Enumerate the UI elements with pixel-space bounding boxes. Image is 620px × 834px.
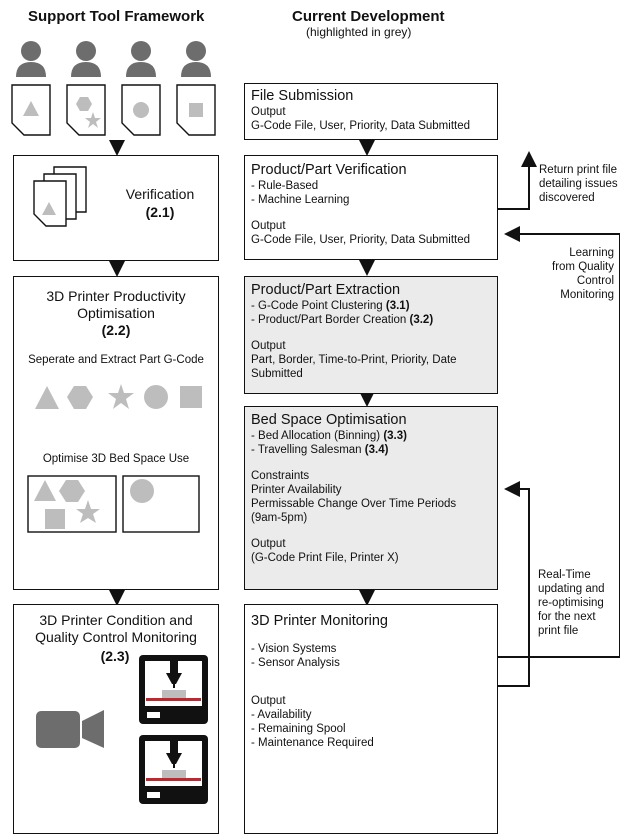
verification-ref: (2.1) [145, 204, 175, 220]
bed-space-output-label: Output [251, 538, 286, 550]
section-ref: (3.4) [364, 444, 389, 456]
part-verification-output-label: Output [251, 220, 286, 232]
triangle-shape-icon [35, 386, 59, 409]
bed-space-output-value: (G-Code Print File, Printer X) [251, 552, 399, 564]
monitoring-title-line2: Quality Control Monitoring [35, 629, 197, 645]
printer-monitoring-item: - Sensor Analysis [251, 657, 340, 669]
part-extraction-box: Product/Part Extraction - G-Code Point C… [244, 276, 498, 394]
circle-shape-icon [133, 102, 149, 118]
triangle-shape-icon [23, 101, 39, 116]
file-submission-output-value: G-Code File, User, Priority, Data Submit… [251, 120, 470, 132]
printer-monitoring-output-label: Output [251, 695, 286, 707]
part-extraction-item: - G-Code Point Clustering (3.1) [251, 300, 410, 312]
printer-monitoring-title: 3D Printer Monitoring [251, 613, 388, 629]
bed-space-box: Bed Space Optimisation - Bed Allocation … [244, 406, 498, 590]
optimise-label: Optimise 3D Bed Space Use [42, 453, 190, 465]
connector-arrows [109, 140, 620, 687]
part-verification-title: Product/Part Verification [251, 162, 407, 178]
square-shape-icon [180, 386, 202, 408]
part-shapes-row [35, 384, 202, 409]
section-ref: (3.3) [383, 430, 407, 442]
printer-monitoring-output: - Availability [251, 709, 312, 721]
realtime-update-note: Real-Time updating and re-optimising for… [538, 569, 605, 637]
bed-space-title: Bed Space Optimisation [251, 412, 407, 428]
bed-space-item: - Bed Allocation (Binning) (3.3) [251, 430, 407, 442]
file-submission-output-label: Output [251, 106, 286, 118]
part-verification-item: - Rule-Based [251, 180, 319, 192]
productivity-ref: (2.2) [101, 322, 131, 338]
learning-feedback-note: Learning from Quality Control Monitoring [552, 247, 614, 301]
square-shape-icon [189, 103, 203, 117]
bed-space-constraints-label: Constraints [251, 470, 310, 482]
person-icon [126, 41, 156, 77]
star-shape-icon [85, 112, 101, 128]
circle-shape-icon [144, 385, 168, 409]
bed-space-item: - Travelling Salesman (3.4) [251, 444, 389, 456]
bed-space-constraint: Permissable Change Over Time Periods [251, 498, 457, 510]
person-icon [71, 41, 101, 77]
camera-and-printers [36, 655, 208, 804]
section-ref: (3.2) [409, 314, 434, 326]
printer-monitoring-box: 3D Printer Monitoring - Vision Systems -… [244, 604, 498, 834]
printer-monitoring-output: - Remaining Spool [251, 723, 346, 735]
separate-label: Seperate and Extract Part G-Code [28, 354, 204, 366]
monitoring-title-line1: 3D Printer Condition and [39, 612, 193, 628]
part-extraction-output-label: Output [251, 340, 286, 352]
file-submission-box: File Submission Output G-Code File, User… [244, 83, 498, 140]
part-extraction-item: - Product/Part Border Creation (3.2) [251, 314, 434, 326]
part-extraction-output-value: Submitted [251, 368, 303, 380]
part-verification-output-value: G-Code File, User, Priority, Data Submit… [251, 234, 470, 246]
verification-label: Verification [125, 186, 195, 202]
file-submission-title: File Submission [251, 88, 354, 104]
submitter-icons [11, 41, 216, 136]
productivity-title-line1: 3D Printer Productivity [46, 288, 186, 304]
star-shape-icon [108, 384, 134, 409]
hexagon-shape-icon [76, 97, 92, 111]
part-verification-item: - Machine Learning [251, 194, 350, 206]
printer-monitoring-output: - Maintenance Required [251, 737, 374, 749]
part-verification-box: Product/Part Verification - Rule-Based -… [244, 155, 498, 260]
3d-printer-icon [139, 655, 208, 724]
productivity-stage [13, 276, 219, 590]
monitoring-ref: (2.3) [100, 648, 130, 664]
right-subheader: (highlighted in grey) [306, 25, 412, 39]
hexagon-shape-icon [67, 386, 93, 409]
person-icon [16, 41, 46, 77]
3d-printer-icon [139, 735, 208, 804]
person-icon [181, 41, 211, 77]
right-header: Current Development [292, 8, 445, 25]
stacked-documents-icon [33, 166, 87, 227]
part-extraction-title: Product/Part Extraction [251, 282, 401, 298]
left-header: Support Tool Framework [28, 8, 205, 25]
section-ref: (3.1) [385, 300, 410, 312]
bed-space-constraint: (9am-5pm) [251, 512, 308, 524]
printer-monitoring-item: - Vision Systems [251, 643, 337, 655]
bed-space-constraint: Printer Availability [251, 484, 342, 496]
productivity-title-line2: Optimisation [77, 305, 155, 321]
part-extraction-output-value: Part, Border, Time-to-Print, Priority, D… [251, 354, 457, 366]
video-camera-icon [36, 710, 104, 748]
return-print-file-note: Return print file detailing issues disco… [539, 164, 618, 204]
bed-layout-illustration [27, 475, 200, 533]
